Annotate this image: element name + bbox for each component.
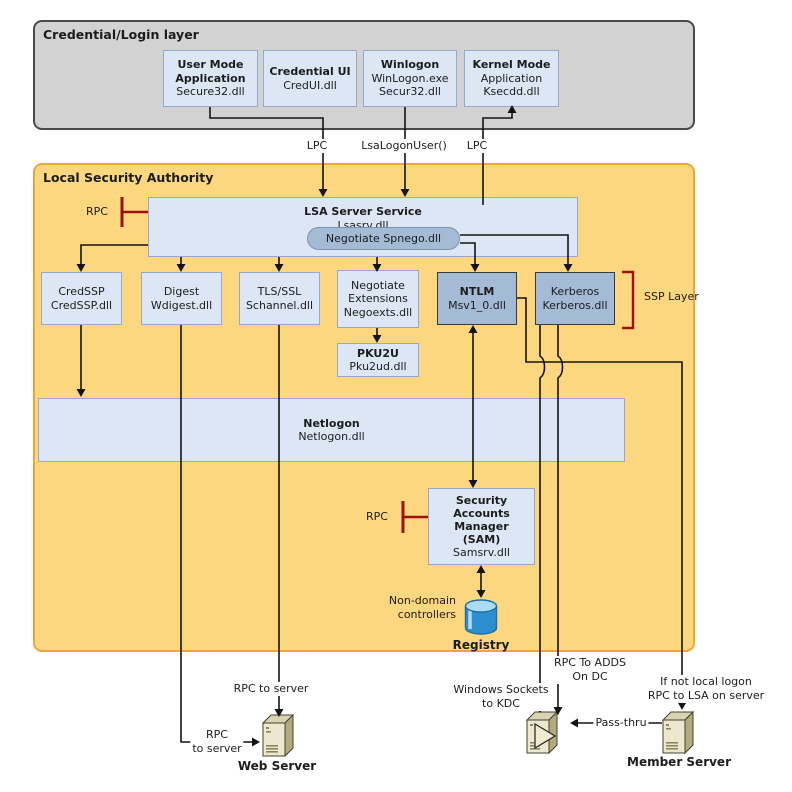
domain-controller-icon <box>525 708 566 760</box>
credssp-box: CredSSP CredSSP.dll <box>41 272 122 325</box>
user-mode-application-box: User Mode Application Secure32.dll <box>163 50 258 107</box>
sam-box: Security Accounts Manager (SAM) Samsrv.d… <box>428 488 535 565</box>
kerberos-box: Kerberos Kerberos.dll <box>535 272 615 325</box>
pass-thru-label: Pass-thru <box>593 716 649 730</box>
lsa-layer-title: Local Security Authority <box>43 170 214 185</box>
kernel-mode-application-box: Kernel Mode Application Ksecdd.dll <box>464 50 559 107</box>
windows-sockets-label: Windows Sockets to KDC <box>451 683 551 711</box>
lsa-logon-user-label: LsaLogonUser() <box>359 139 449 153</box>
if-not-local-logon-label: If not local logon RPC to LSA on server <box>645 675 767 703</box>
winlogon-box: Winlogon WinLogon.exe Secur32.dll <box>363 50 457 107</box>
registry-database-icon <box>462 598 500 642</box>
negotiate-extensions-box: Negotiate Extensions Negoexts.dll <box>337 270 419 328</box>
web-server-label: Web Server <box>237 759 317 773</box>
member-server-label: Member Server <box>627 755 731 769</box>
rpc-lsa-label: RPC <box>86 205 108 218</box>
netlogon-box: Netlogon Netlogon.dll <box>38 398 625 462</box>
registry-label: Registry <box>452 638 510 652</box>
negotiate-spnego-pill: Negotiate Spnego.dll <box>307 227 460 250</box>
lpc-right-label: LPC <box>464 139 490 153</box>
ntlm-box: NTLM Msv1_0.dll <box>437 272 517 325</box>
credential-layer-title: Credential/Login layer <box>43 27 199 42</box>
tls-ssl-box: TLS/SSL Schannel.dll <box>239 272 320 325</box>
rpc-sam-label: RPC <box>366 510 388 523</box>
credential-ui-box: Credential UI CredUI.dll <box>263 50 357 107</box>
lpc-left-label: LPC <box>304 139 330 153</box>
rpc-adds-label: RPC To ADDS On DC <box>552 656 628 684</box>
web-server-icon <box>261 711 298 763</box>
non-domain-controllers-label: Non-domain controllers <box>388 594 456 621</box>
digest-box: Digest Wdigest.dll <box>141 272 222 325</box>
rpc-to-server-digest-label: RPC to server <box>190 728 244 756</box>
rpc-to-server-tls-label: RPC to server <box>231 682 311 696</box>
member-server-icon <box>661 708 698 760</box>
pku2u-box: PKU2U Pku2ud.dll <box>337 343 419 377</box>
ssp-layer-label: SSP Layer <box>644 290 699 303</box>
